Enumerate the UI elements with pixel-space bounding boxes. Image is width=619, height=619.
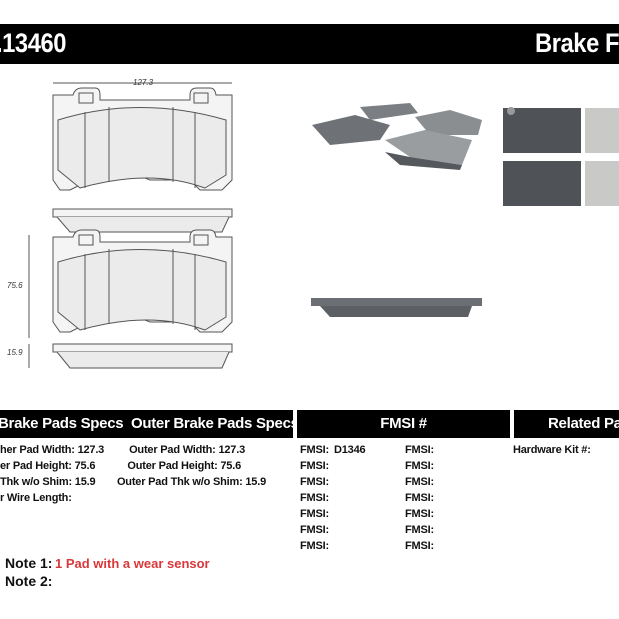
fmsi-label-col2: FMSI: (405, 524, 434, 536)
fmsi-label: FMSI: (300, 492, 329, 504)
specs-header-bar: Brake Pads Specs Outer Brake Pads Specs (0, 410, 299, 438)
outer-pad-thickness: Outer Pad Thk w/o Shim: 15.9 (116, 476, 266, 488)
inner-specs-header: Brake Pads Specs (0, 415, 124, 432)
fmsi-header: FMSI # (297, 410, 510, 438)
top-pad-side-view (52, 208, 233, 233)
pad-set-photo (312, 103, 482, 170)
fmsi-label: FMSI: (300, 540, 329, 552)
product-photos (311, 103, 619, 317)
related-parts-header: Related Par (514, 410, 619, 438)
inner-wire-length: r Wire Length: (0, 492, 72, 504)
fmsi-label: FMSI: (300, 508, 329, 520)
fmsi-label-col2: FMSI: (405, 492, 434, 504)
fmsi-label: FMSI: (300, 476, 329, 488)
pad-side-photo (311, 298, 482, 317)
thickness-dimension-label: 15.9 (7, 348, 23, 357)
inner-pad-width: her Pad Width: 127.3 (0, 444, 105, 456)
note1-text: 1 Pad with a wear sensor (55, 556, 210, 571)
part-number: .13460 (0, 28, 67, 58)
bottom-pad-side-view (52, 343, 233, 369)
fmsi-label: FMSI: (300, 524, 329, 536)
header-bar (0, 24, 619, 64)
outer-pad-height: Outer Pad Height: 75.6 (127, 460, 241, 472)
pad-backplate-photos (503, 107, 619, 206)
fmsi-label: FMSI: (300, 460, 329, 472)
fmsi-value: D1346 (334, 444, 366, 456)
fmsi-label-col2: FMSI: (405, 476, 434, 488)
pad-technical-drawing (28, 82, 233, 369)
fmsi-label-col2: FMSI: (405, 508, 434, 520)
width-dimension-label: 127.3 (133, 78, 154, 87)
outer-pad-width: Outer Pad Width: 127.3 (129, 444, 245, 456)
note2-label: Note 2: (5, 573, 53, 589)
outer-specs-header: Outer Brake Pads Specs (131, 415, 299, 432)
top-pad-outline (52, 87, 233, 191)
height-dimension-label: 75.6 (7, 281, 23, 290)
fmsi-label-col2: FMSI: (405, 540, 434, 552)
header-title: Brake F (535, 28, 619, 58)
fmsi-label-col2: FMSI: (405, 444, 434, 456)
inner-pad-height: er Pad Height: 75.6 (0, 460, 96, 472)
inner-pad-thickness: Thk w/o Shim: 15.9 (0, 476, 96, 488)
fmsi-label: FMSI: (300, 444, 329, 456)
hardware-kit-label: Hardware Kit #: (513, 444, 591, 456)
bottom-pad-outline (52, 229, 233, 333)
fmsi-label-col2: FMSI: (405, 460, 434, 472)
note1-label: Note 1: (5, 555, 53, 571)
